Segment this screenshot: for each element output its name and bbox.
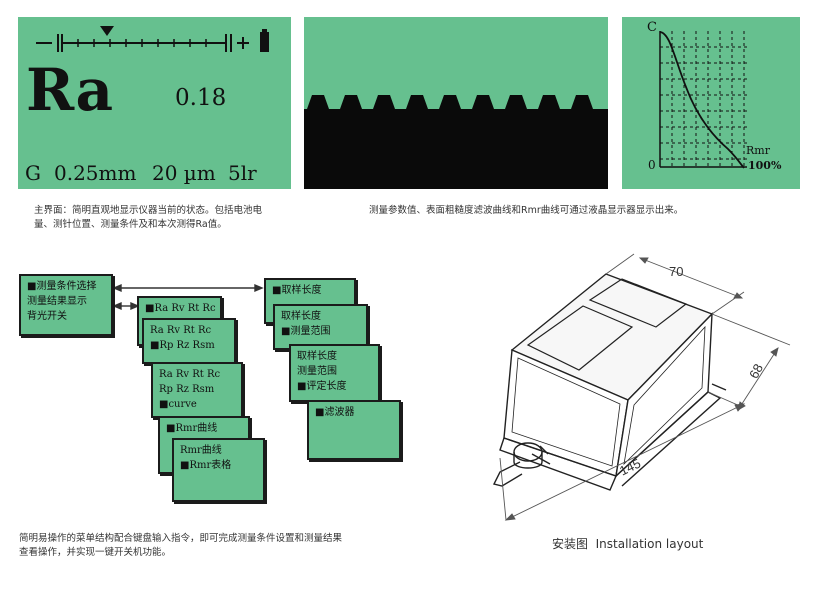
- rmr-menu-2[interactable]: Rmr曲线 ■Rmr表格: [172, 438, 265, 502]
- filtered-profile-curve: [304, 95, 608, 189]
- installation-caption: 安装图 Installation layout: [552, 537, 704, 551]
- display-caption: 测量参数值、表面粗糙度滤波曲线和Rmr曲线可通过液晶显示器显示出来。: [369, 205, 684, 216]
- main-lcd-screen: Ra 0.18 G 0.25mm 20 µm 5lr: [18, 17, 291, 189]
- parameter-symbol: Ra: [26, 56, 114, 124]
- footer-range: 20 µm: [152, 161, 216, 185]
- profile-lcd-screen: [304, 17, 608, 189]
- rmr-axis-label: Rmr: [746, 144, 770, 157]
- footer-length: 5lr: [228, 161, 257, 185]
- probe-marker-icon: [100, 26, 114, 36]
- footer-cutoff: 0.25mm: [54, 161, 137, 185]
- footer-mode: G: [25, 161, 41, 185]
- rmr-curve-chart: [659, 31, 747, 169]
- rmr-percent-label: 100%: [748, 159, 782, 172]
- measured-value: 0.18: [175, 85, 227, 111]
- probe-position-scale: [36, 26, 269, 52]
- width-dimension: 70: [669, 264, 684, 279]
- rmr-curve-line: [659, 31, 745, 169]
- menu-caption: 简明易操作的菜单结构配合键盘输入指令，即可完成测量条件设置和测量结果 查看操作，…: [19, 533, 343, 558]
- params-menu-3[interactable]: Ra Rv Rt Rc Rp Rz Rsm ■curve: [151, 362, 243, 418]
- rmr-lcd-screen: C 0 Rmr 100%: [622, 17, 800, 189]
- rmr-origin-label: 0: [648, 158, 656, 172]
- condition-menu-4[interactable]: ■滤波器: [307, 400, 401, 460]
- battery-icon: [260, 32, 269, 52]
- rmr-top-label: C: [647, 20, 657, 35]
- root-menu[interactable]: ■测量条件选择 测量结果显示 背光开关: [19, 274, 113, 336]
- condition-menu-3[interactable]: 取样长度 测量范围 ■评定长度: [289, 344, 380, 402]
- main-screen-caption: 主界面：简明直观地显示仪器当前的状态。包括电池电 量、测针位置、测量条件及和本次…: [34, 205, 263, 230]
